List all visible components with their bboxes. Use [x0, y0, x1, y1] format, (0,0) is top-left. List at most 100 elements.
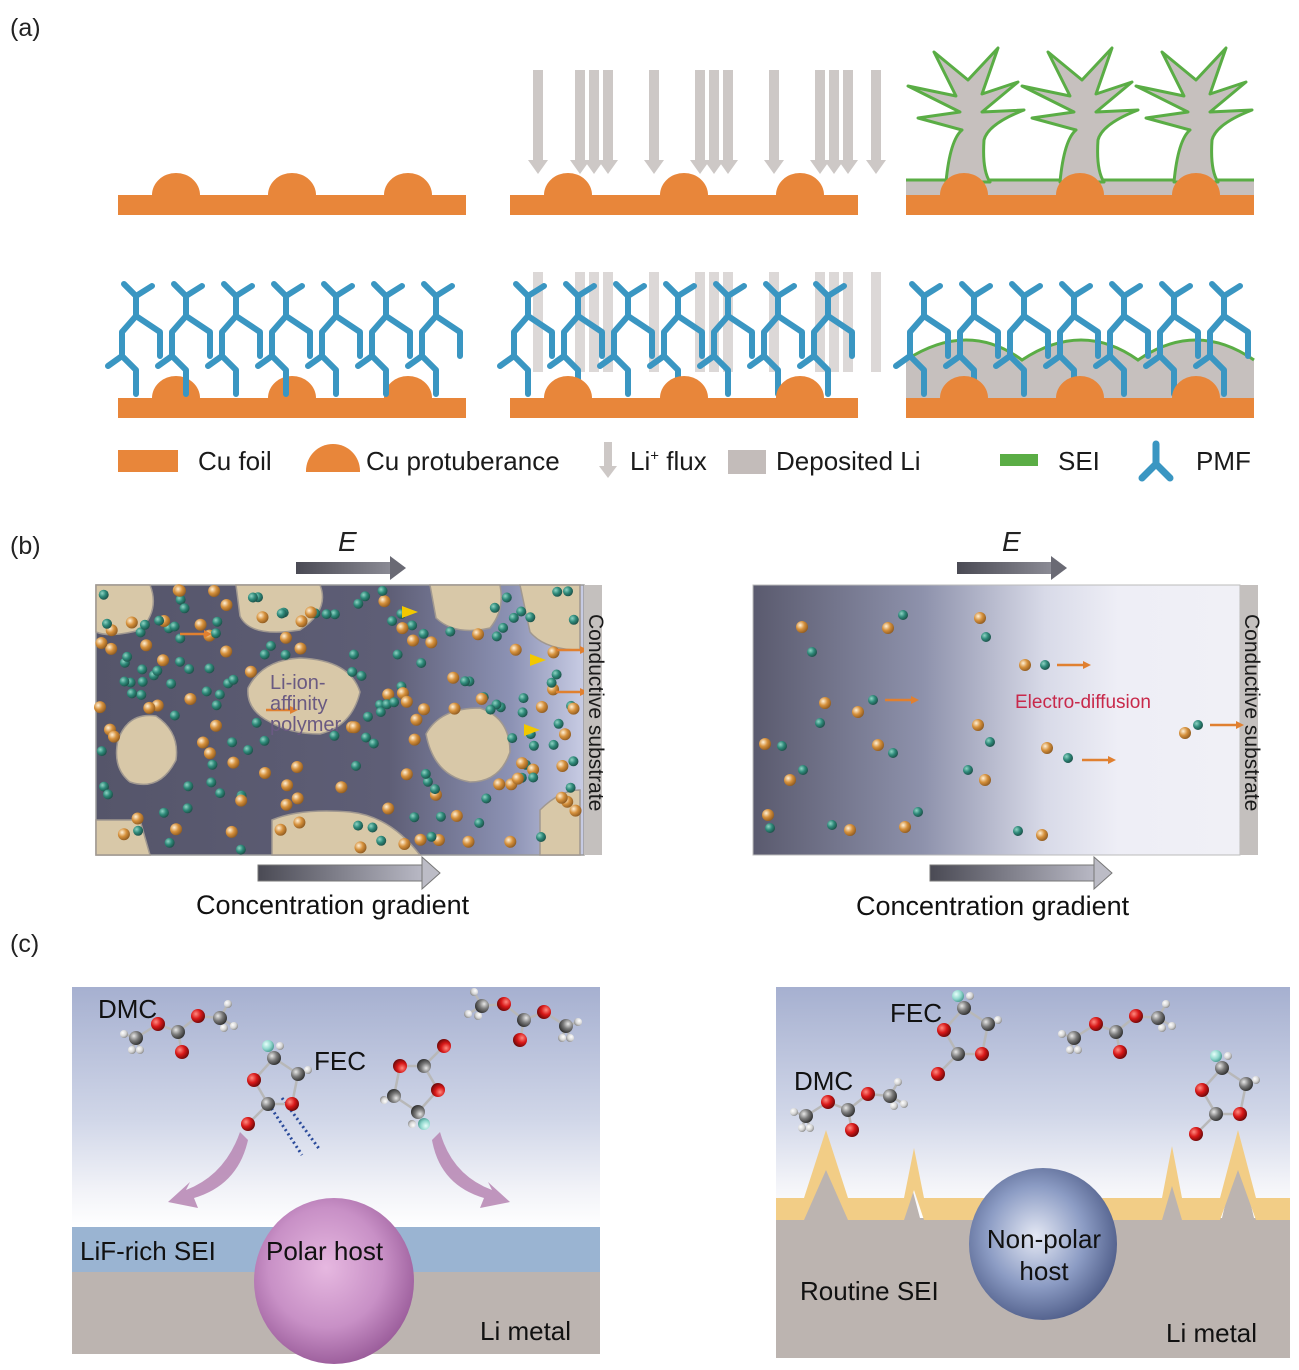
li-ion — [329, 609, 340, 620]
anion — [95, 637, 108, 649]
atom-C — [981, 1017, 995, 1031]
legend-swatch-deposited-li — [728, 450, 766, 474]
panel-a-label: (a) — [10, 14, 41, 42]
atom-C — [411, 1105, 425, 1119]
li-ion — [460, 676, 470, 687]
anion — [759, 738, 771, 750]
li-ion — [96, 746, 107, 757]
atom-O — [437, 1039, 451, 1053]
li-ion — [139, 619, 150, 630]
anion — [882, 622, 894, 634]
li-ion — [353, 598, 364, 609]
atom-C — [559, 1019, 573, 1033]
ion-motion-arrowhead — [1236, 721, 1244, 729]
pmf-unit — [205, 281, 263, 397]
li-ion — [518, 693, 529, 704]
li-ion — [175, 594, 186, 605]
atom-O — [175, 1045, 189, 1059]
atom-O — [513, 1033, 527, 1047]
atom-H — [798, 1124, 806, 1132]
anion — [974, 612, 986, 624]
anion — [504, 835, 517, 848]
li-ion — [551, 669, 562, 680]
substrate-label-right: Conductive substrate — [1240, 614, 1263, 812]
anion — [94, 701, 106, 714]
li-ion — [169, 621, 180, 632]
li-ion — [122, 651, 133, 662]
atom-F — [952, 990, 964, 1002]
li-ion — [1193, 720, 1203, 730]
anion — [1179, 727, 1191, 739]
atom-O — [845, 1123, 859, 1137]
pmf-network — [497, 281, 855, 397]
li-ion — [102, 618, 112, 629]
li-flux-arrow — [533, 70, 543, 166]
anion — [535, 701, 548, 713]
li-ion — [259, 735, 270, 746]
atom-C — [291, 1067, 305, 1081]
atom-H — [304, 1066, 312, 1074]
ions-left — [94, 584, 582, 855]
anion — [210, 719, 222, 732]
fec-molecule — [931, 990, 1002, 1081]
anion — [197, 736, 209, 749]
li-ion — [498, 622, 509, 633]
pmf-unit — [305, 281, 363, 397]
li-flux-arrowhead — [704, 160, 724, 174]
dmc-molecule — [790, 1078, 908, 1137]
li-flux-arrow — [695, 70, 705, 166]
li-ion — [377, 585, 388, 596]
nonpolar-host-label-line-2: host — [1019, 1256, 1069, 1286]
li-flux-arrow — [709, 70, 719, 166]
li-ion — [175, 656, 185, 667]
li-ion — [827, 820, 837, 830]
anion — [462, 835, 475, 848]
li-ion — [1063, 753, 1073, 763]
pmf-unit — [797, 281, 855, 397]
atom-H — [566, 1034, 574, 1042]
li-ion — [508, 612, 519, 623]
atom-O — [393, 1059, 407, 1073]
anion — [448, 702, 461, 715]
polar-host-sphere — [254, 1198, 414, 1364]
pmf-unit — [1093, 281, 1151, 397]
yellow-flow-arrow — [530, 654, 546, 666]
anion — [157, 654, 169, 667]
dmc-molecule — [464, 988, 582, 1047]
atom-H — [966, 992, 974, 1000]
li-ion — [777, 741, 787, 751]
fec-label-right: FEC — [890, 998, 942, 1028]
li-ion — [265, 640, 276, 651]
li-sup: + — [650, 447, 660, 465]
atom-O — [151, 1017, 165, 1031]
anion — [509, 643, 522, 656]
atom-C — [1215, 1061, 1229, 1075]
panel-b-label: (b) — [10, 532, 41, 560]
cu-protuberance — [152, 173, 200, 195]
li-ion — [430, 784, 440, 795]
atom-H — [230, 1022, 238, 1030]
li-ion — [158, 807, 169, 818]
routine-sei-layer — [776, 1130, 1290, 1220]
li-ion — [137, 664, 148, 675]
li-flux-arrowhead — [866, 160, 886, 174]
li-ion — [169, 710, 180, 721]
atom-O — [937, 1023, 951, 1037]
legend-label-cu-foil: Cu foil — [198, 446, 272, 476]
atom-H — [994, 1016, 1002, 1024]
panel-a-diagram — [105, 46, 1255, 418]
polymer-blob — [115, 714, 178, 786]
atom-H — [1224, 1052, 1232, 1060]
atom-H — [474, 1012, 482, 1020]
li-ion — [184, 664, 195, 674]
cu-protuberance — [1172, 376, 1220, 398]
li-ion — [179, 603, 190, 614]
li-ion — [98, 589, 109, 600]
li-ion — [409, 812, 420, 823]
li-ion — [963, 765, 973, 775]
pmf-unit — [105, 281, 163, 397]
ion-motion-arrowhead — [290, 706, 298, 714]
legend-swatch-sei — [1000, 454, 1038, 466]
li-ion — [201, 686, 212, 697]
polymer-blob — [429, 584, 502, 632]
